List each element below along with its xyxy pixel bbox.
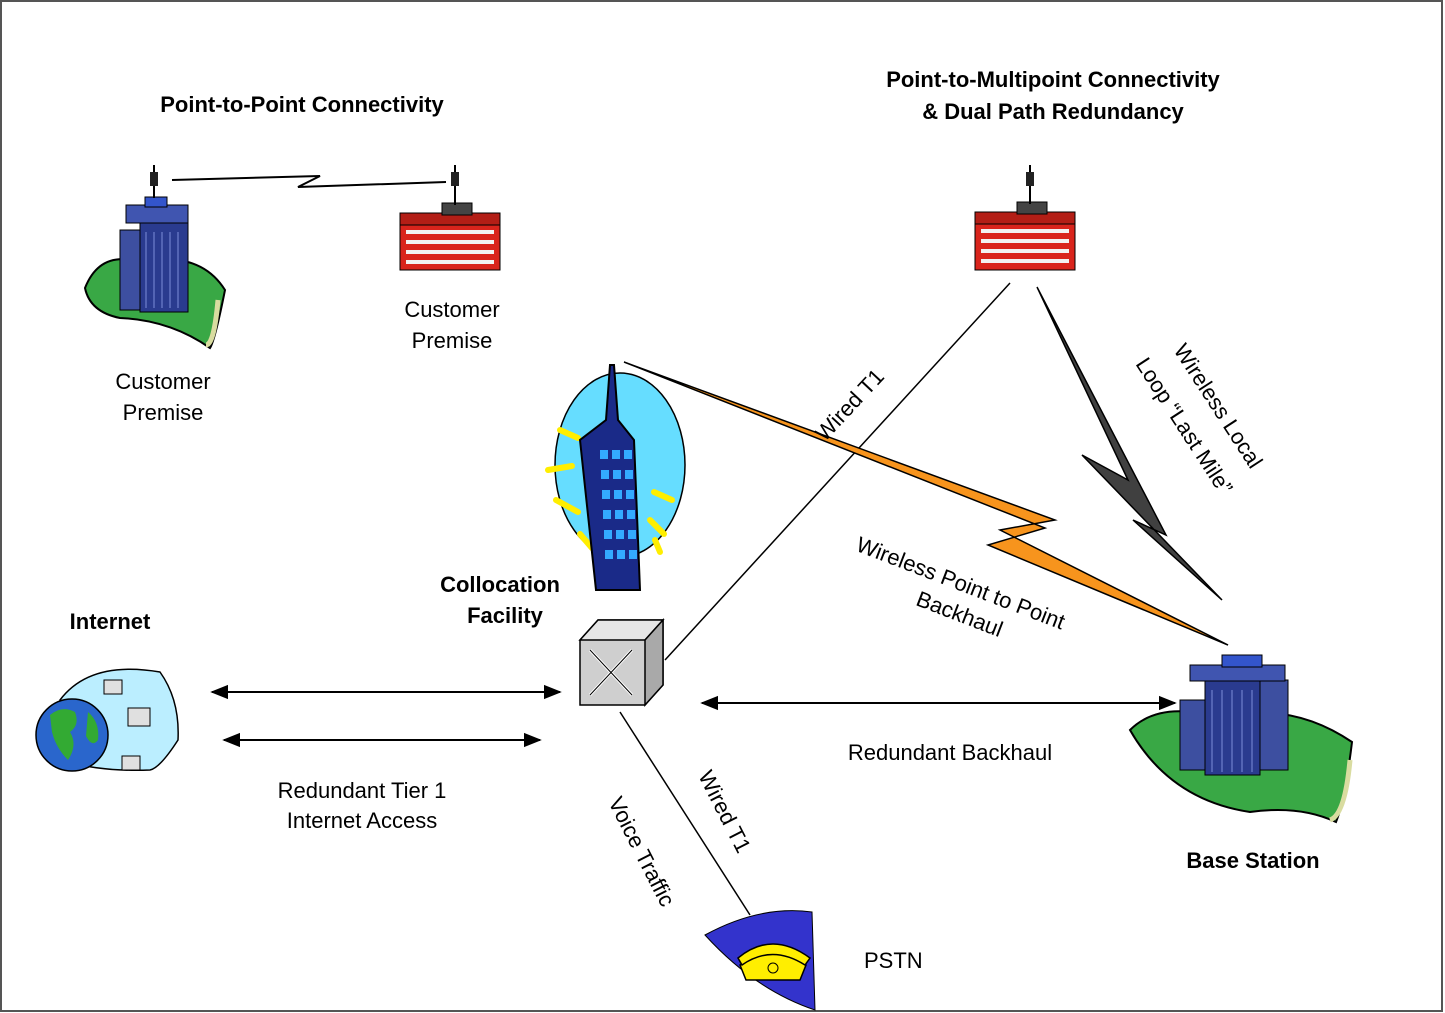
red-building-icon <box>974 165 1076 271</box>
p2mp-heading-line1: Point-to-Multipoint Connectivity <box>886 67 1220 92</box>
internet-globe-icon <box>35 668 179 772</box>
tier1-label-2: Internet Access <box>287 808 437 833</box>
p2p-wireless-link <box>171 175 447 188</box>
customer-premise-left-2: Premise <box>123 400 204 425</box>
p2p-heading: Point-to-Point Connectivity <box>160 92 444 117</box>
redundant-backhaul-label: Redundant Backhaul <box>848 740 1052 765</box>
internet-heading: Internet <box>70 609 151 634</box>
customer-premise-left-1: Customer <box>115 369 210 394</box>
customer-premise-mid-2: Premise <box>412 328 493 353</box>
customer-premise-mid-1: Customer <box>404 297 499 322</box>
network-switch-icon <box>578 618 665 707</box>
pstn-label: PSTN <box>864 948 923 973</box>
wired-t1-bottom-line <box>619 711 751 916</box>
connections <box>171 175 1229 916</box>
wired-t1-top-line <box>664 282 1011 661</box>
red-building-icon <box>399 165 501 271</box>
wireless-local-loop-bolt <box>1036 286 1223 601</box>
telephone-icon <box>704 910 816 1011</box>
wireless-backhaul-bolt <box>623 361 1229 646</box>
p2mp-heading-line2: & Dual Path Redundancy <box>922 99 1184 124</box>
bank-building-icon <box>1128 654 1354 824</box>
base-station-heading: Base Station <box>1186 848 1319 873</box>
tier1-label-1: Redundant Tier 1 <box>278 778 447 803</box>
collocation-heading-1: Collocation <box>440 572 560 597</box>
skyscraper-icon <box>545 364 686 591</box>
bank-building-icon <box>83 165 227 350</box>
collocation-heading-2: Facility <box>467 603 544 628</box>
